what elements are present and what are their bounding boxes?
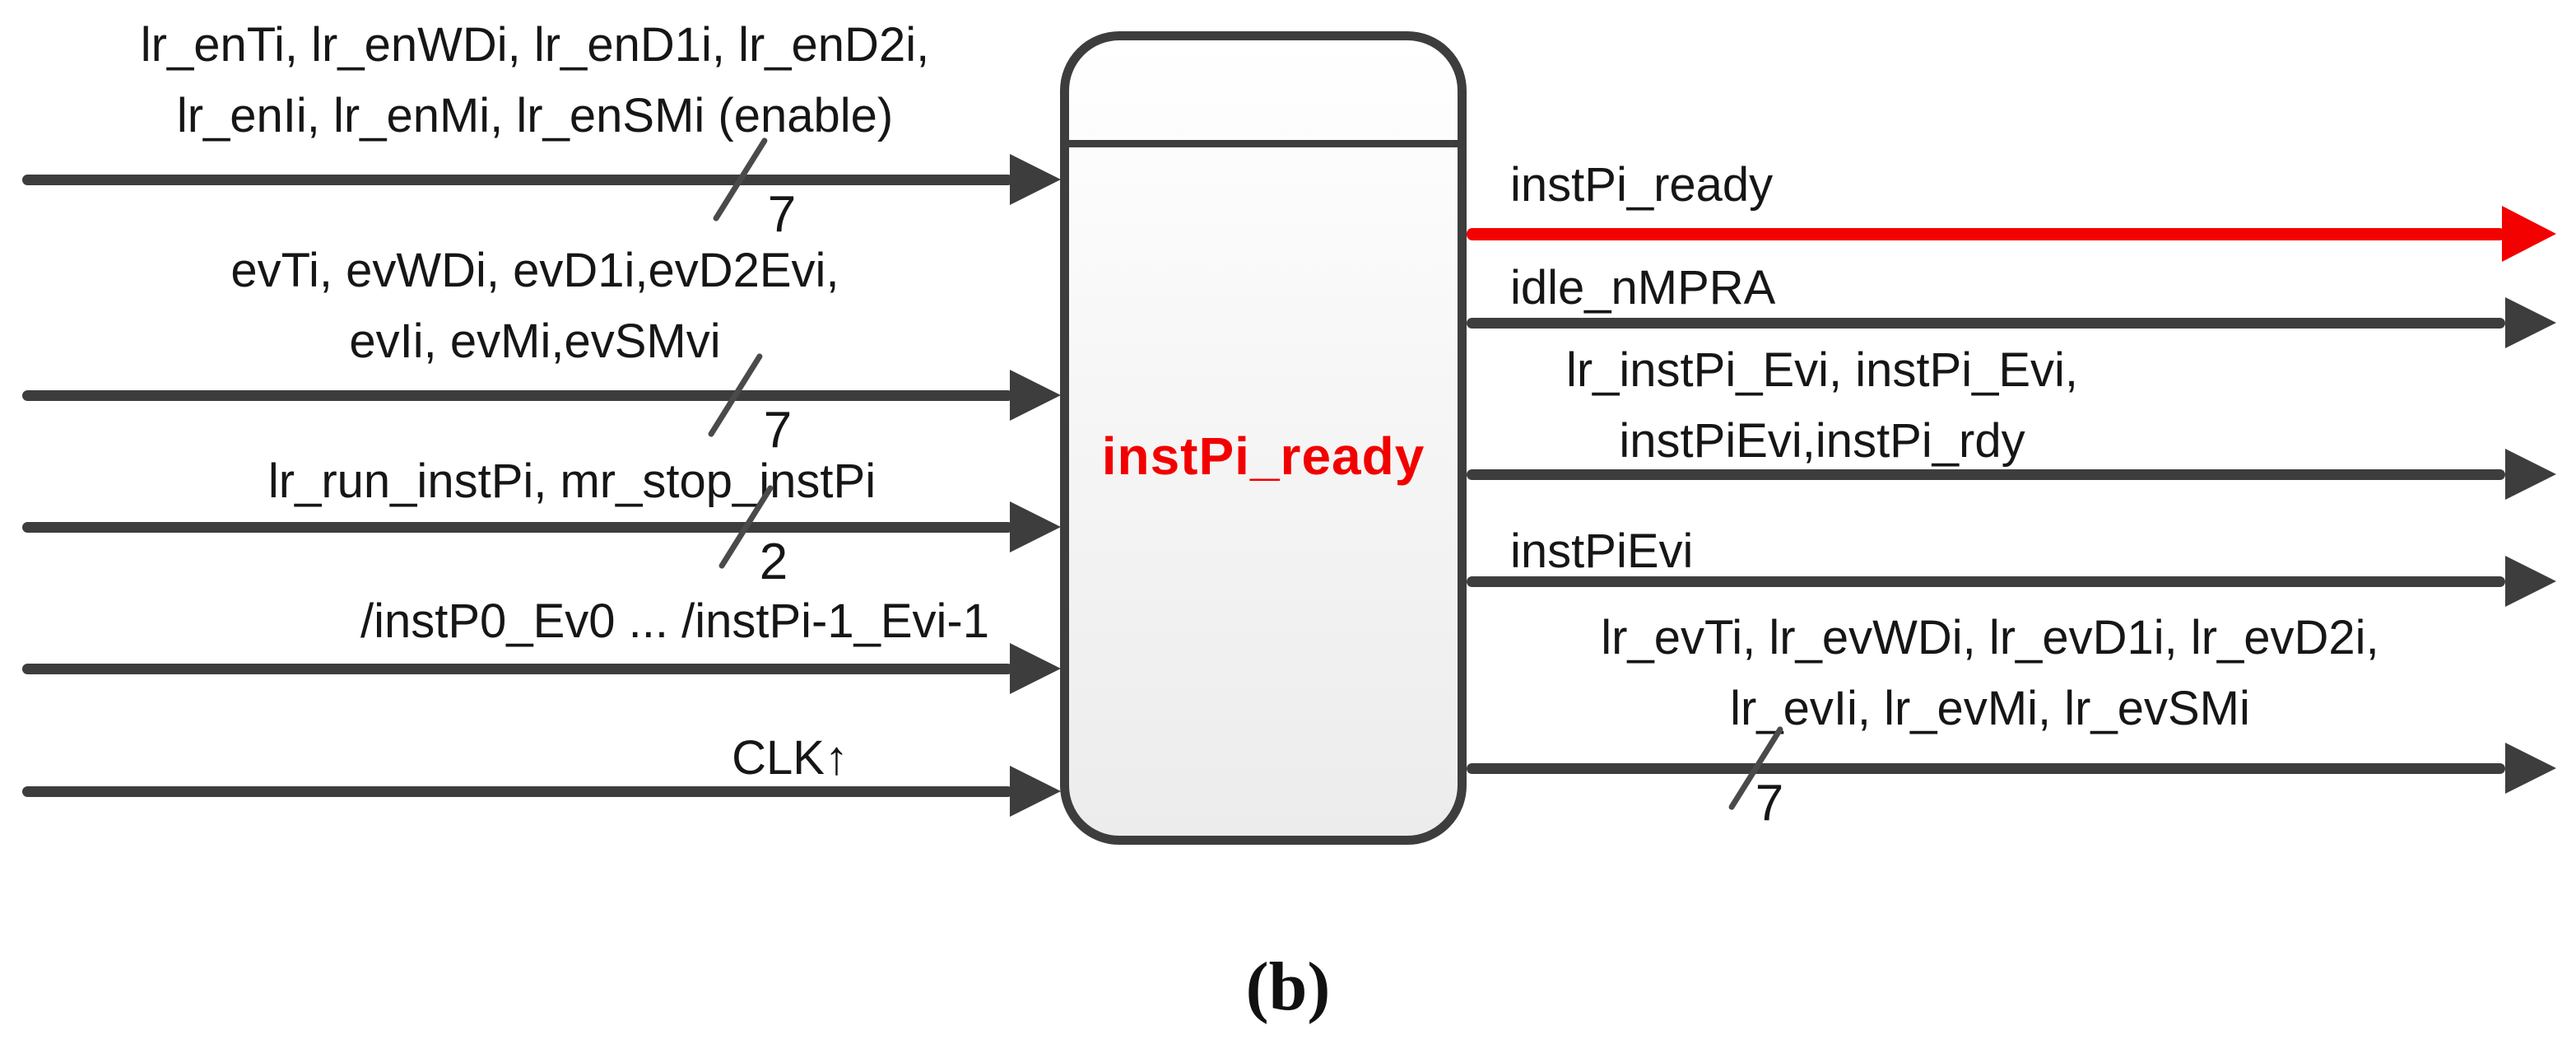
- input-wire-enable: [22, 175, 1013, 185]
- instpi-ready-block: instPi_ready: [1060, 31, 1467, 845]
- output-arrowhead-instpievi-icon: [2505, 556, 2556, 607]
- input-arrowhead-clk-icon: [1010, 766, 1061, 817]
- output-label-instpi-evi-line1: lr_instPi_Evi, instPi_Evi,: [1565, 343, 2079, 397]
- bus-width-enable: 7: [767, 186, 797, 243]
- bus-width-event: 7: [763, 402, 793, 459]
- figure-caption: (b): [1245, 948, 1331, 1025]
- input-label-enable-line2: lr_enIi, lr_enMi, lr_enSMi (enable): [176, 89, 894, 142]
- input-label-clk: CLK↑: [732, 731, 849, 785]
- input-label-enable-line1: lr_enTi, lr_enWDi, lr_enD1i, lr_enD2i,: [140, 18, 930, 72]
- input-arrowhead-enable-icon: [1010, 154, 1061, 205]
- bus-width-run-stop: 2: [759, 534, 788, 590]
- output-label-instpi-ready: instPi_ready: [1510, 158, 1774, 212]
- output-label-lr-ev-group: lr_evTi, lr_evWDi, lr_evD1i, lr_evD2i, l…: [1500, 603, 2481, 744]
- input-label-event-line1: evTi, evWDi, evD1i,evD2Evi,: [230, 244, 839, 297]
- output-wire-lr-ev: [1467, 763, 2505, 774]
- input-label-run-stop: lr_run_instPi, mr_stop_instPi: [267, 454, 876, 508]
- output-arrowhead-instpi-ready-icon: [2502, 206, 2556, 262]
- input-label-enable-signals: lr_enTi, lr_enWDi, lr_enD1i, lr_enD2i, l…: [25, 10, 1045, 151]
- input-arrowhead-run-stop-icon: [1010, 501, 1061, 552]
- output-wire-instpi-evi: [1467, 469, 2505, 480]
- input-label-instp-events: /instP0_Ev0 ... /instPi-1_Evi-1: [360, 594, 989, 648]
- input-wire-instp-events: [22, 664, 1013, 674]
- block-title: instPi_ready: [1101, 426, 1425, 486]
- output-label-instpi-evi-line2: instPiEvi,instPi_rdy: [1619, 414, 2025, 468]
- input-label-event-line2: evIi, evMi,evSMvi: [349, 315, 721, 368]
- output-wire-idle-nmpra: [1467, 318, 2505, 329]
- output-arrowhead-instpi-evi-icon: [2505, 449, 2556, 500]
- block-header-separator: [1069, 140, 1458, 147]
- input-arrowhead-instp-events-icon: [1010, 643, 1061, 694]
- output-arrowhead-idle-nmpra-icon: [2505, 297, 2556, 348]
- output-label-lr-ev-line1: lr_evTi, lr_evWDi, lr_evD1i, lr_evD2i,: [1601, 611, 2379, 664]
- output-wire-instpievi: [1467, 576, 2505, 587]
- input-label-event-signals: evTi, evWDi, evD1i,evD2Evi, evIi, evMi,e…: [25, 235, 1045, 377]
- output-label-lr-ev-line2: lr_evIi, lr_evMi, lr_evSMi: [1730, 682, 2250, 735]
- input-wire-event: [22, 390, 1013, 401]
- input-wire-run-stop: [22, 522, 1013, 533]
- bus-width-lr-ev: 7: [1755, 775, 1784, 832]
- input-wire-clk: [22, 786, 1013, 797]
- output-label-instpievi: instPiEvi: [1510, 524, 1694, 578]
- output-label-instpi-evi-group: lr_instPi_Evi, instPi_Evi, instPiEvi,ins…: [1501, 335, 2143, 477]
- output-label-idle-nmpra: idle_nMPRA: [1510, 261, 1776, 315]
- input-arrowhead-event-icon: [1010, 370, 1061, 421]
- output-arrowhead-lr-ev-icon: [2505, 743, 2556, 794]
- output-wire-instpi-ready: [1467, 228, 2505, 240]
